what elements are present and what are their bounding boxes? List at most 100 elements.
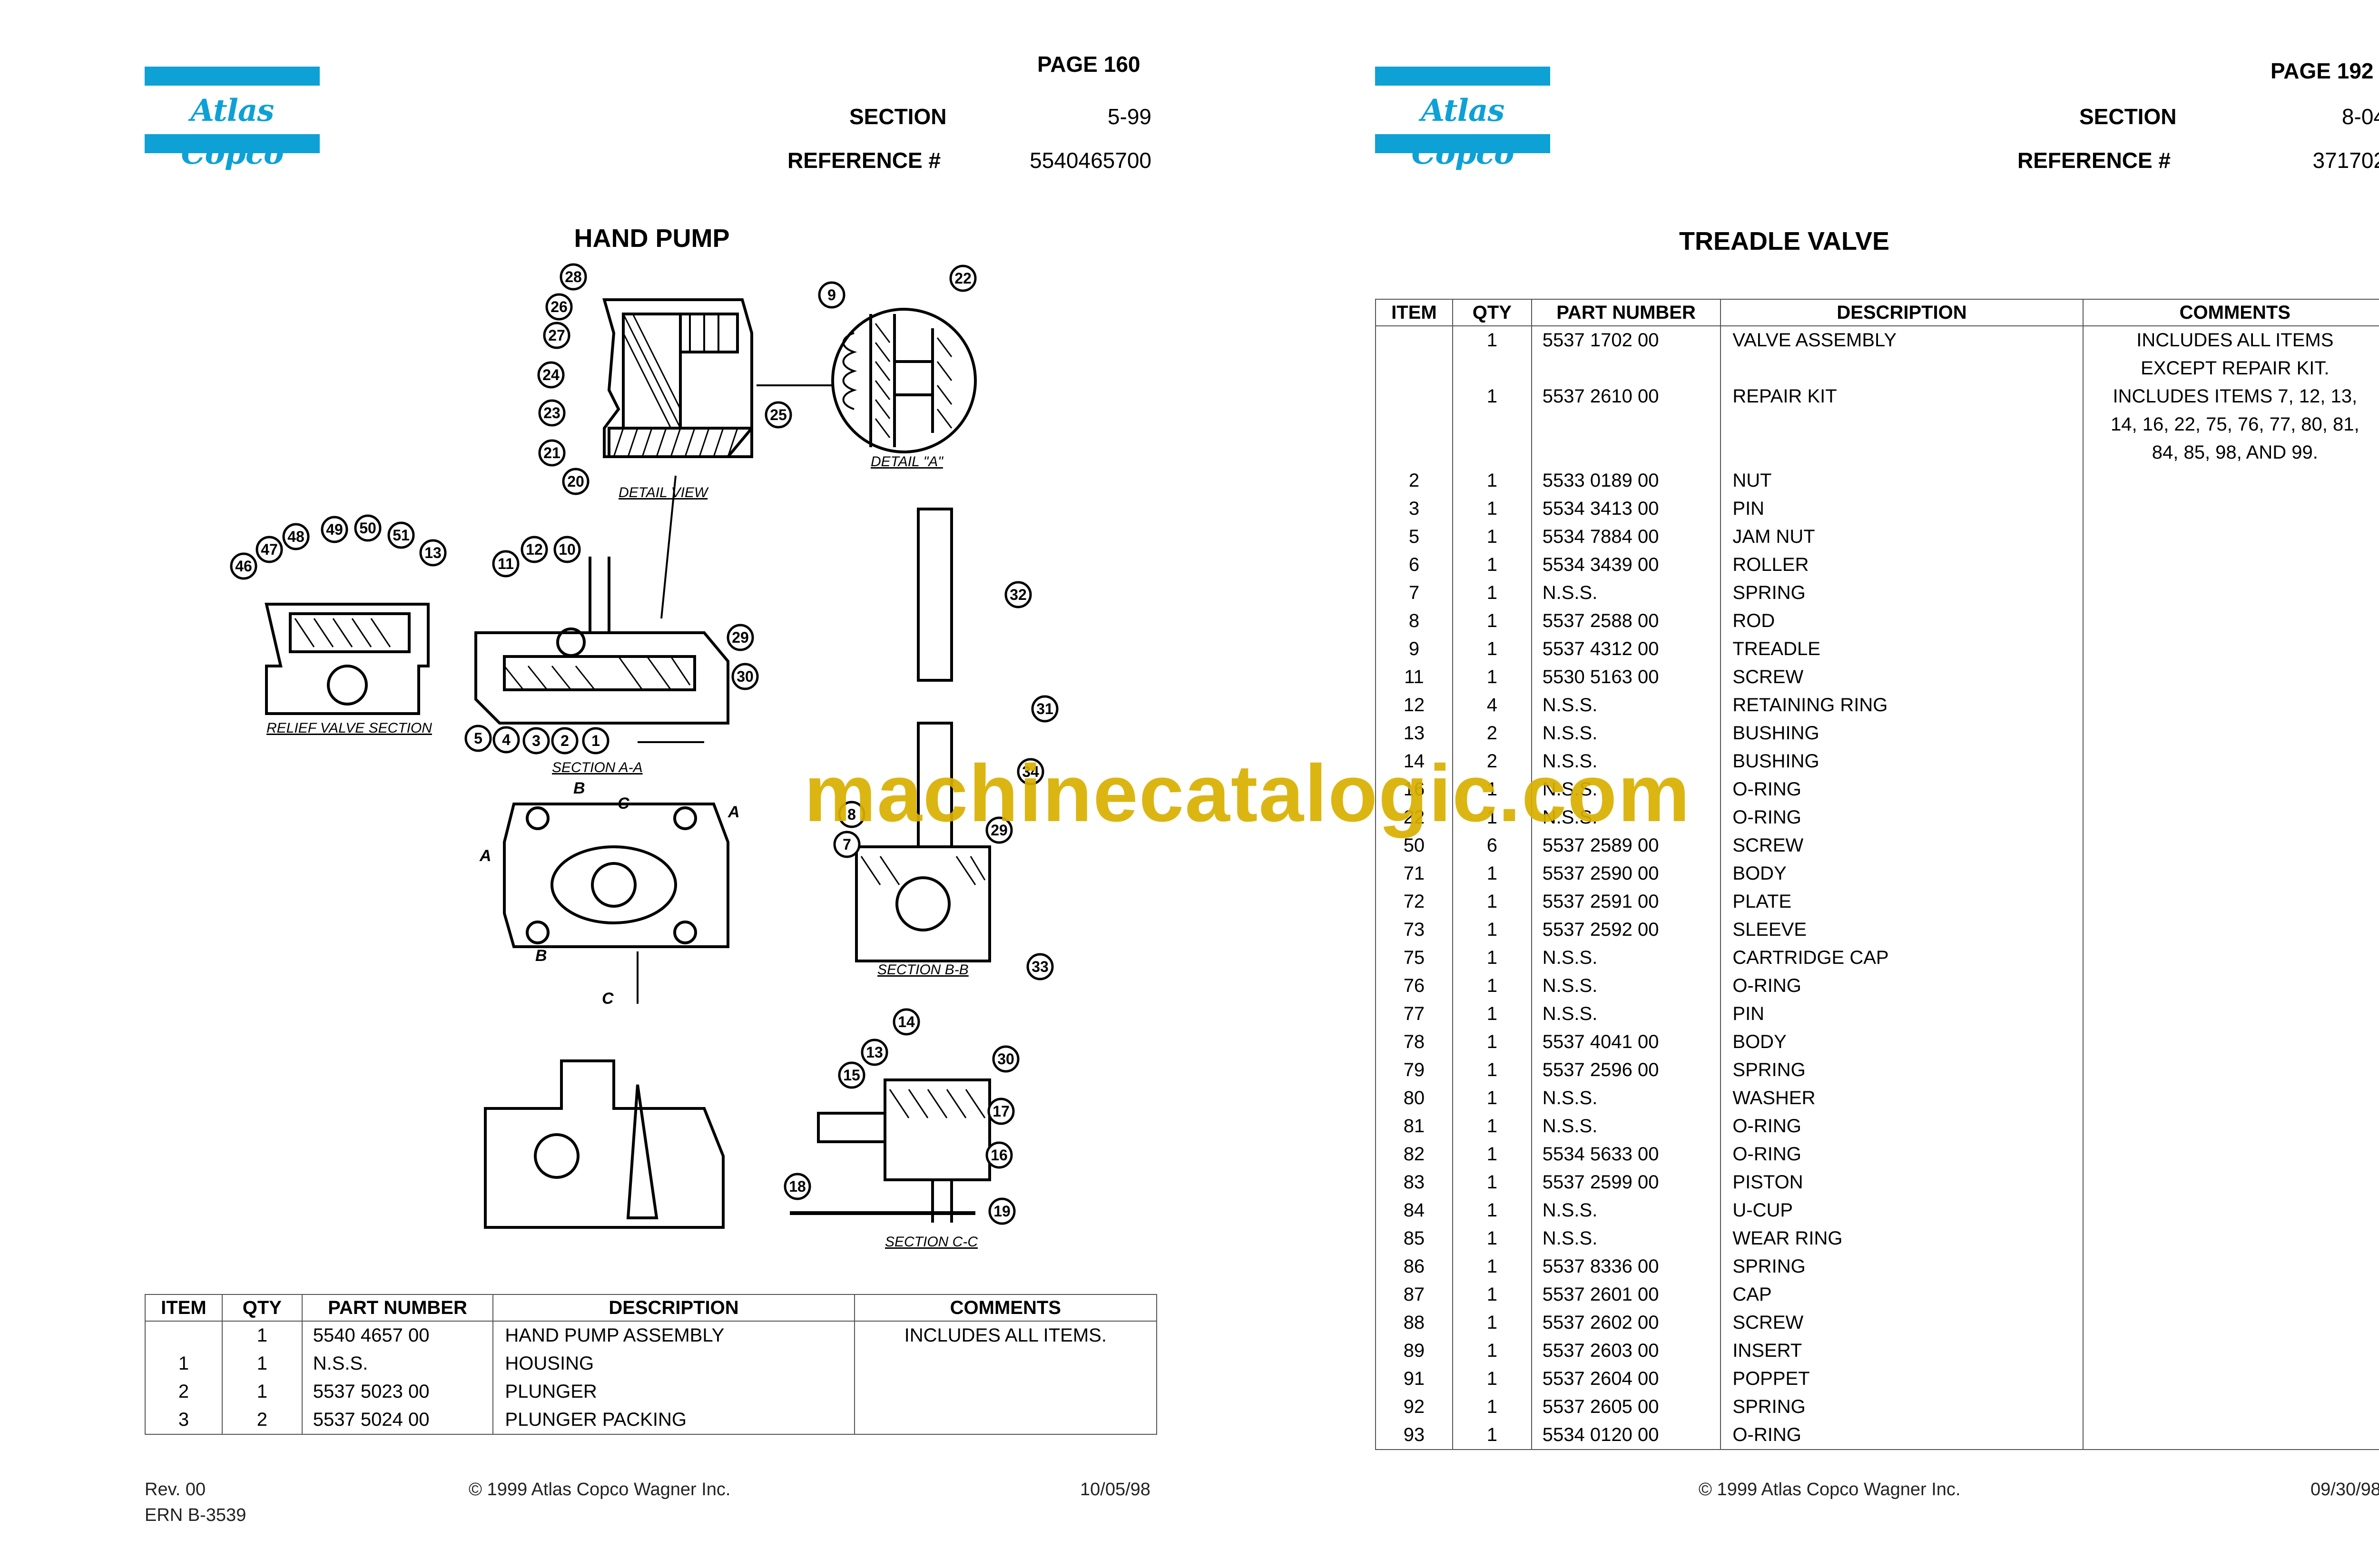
callout-label: 47: [261, 541, 278, 558]
callout-26: 26: [545, 293, 573, 321]
part-number-cell: N.S.S.: [1531, 691, 1721, 719]
description-cell: HAND PUMP ASSEMBLY: [492, 1321, 855, 1350]
comments-cell: INCLUDES ITEMS 7, 12, 13,14, 16, 22, 75,…: [2082, 382, 2379, 467]
description-cell: REPAIR KIT: [1720, 382, 2084, 467]
item-cell: 50: [1375, 832, 1453, 860]
callout-label: 48: [287, 528, 305, 545]
comment-line: EXCEPT REPAIR KIT.: [2141, 358, 2330, 379]
item-cell: 7: [1375, 579, 1453, 607]
section-value: 5-99: [1107, 104, 1151, 129]
footer-date: 10/05/98: [1080, 1480, 1150, 1499]
callout-9: 9: [818, 281, 845, 309]
item-cell: 87: [1375, 1281, 1453, 1309]
callout-30: 30: [992, 1045, 1020, 1073]
page-title: HAND PUMP: [574, 224, 730, 253]
reference-value: 5540465700: [1030, 148, 1151, 173]
callout-label: 51: [393, 527, 410, 544]
comments-cell: [2082, 944, 2379, 972]
part-number-cell: N.S.S.: [1531, 747, 1721, 775]
section-marker: B: [535, 947, 547, 965]
item-cell: 9: [1375, 635, 1453, 663]
qty-cell: 1: [1452, 382, 1532, 467]
page-number: PAGE 192: [2271, 59, 2374, 83]
watermark: machinecatalogic.com: [804, 748, 1691, 839]
description-cell: ROLLER: [1720, 551, 2084, 579]
qty-cell: 1: [1452, 1000, 1532, 1028]
description-cell: SCREW: [1720, 1309, 2084, 1337]
part-number-cell: 5537 2601 00: [1531, 1281, 1721, 1309]
description-cell: SCREW: [1720, 663, 2084, 691]
col-header-comments: COMMENTS: [2082, 299, 2379, 326]
callout-33: 33: [1026, 953, 1054, 980]
right-page: Atlas Copco PAGE 192 SECTION 8-04 REFERE…: [1213, 0, 2379, 1568]
description-cell: BUSHING: [1720, 747, 2084, 775]
comments-cell: [2082, 972, 2379, 1000]
callout-10: 10: [553, 536, 581, 563]
comments-cell: [2082, 1084, 2379, 1112]
callout-23: 23: [538, 399, 566, 427]
col-header-qty: QTY: [221, 1294, 303, 1322]
callout-19: 19: [988, 1197, 1016, 1225]
qty-cell: 2: [221, 1406, 303, 1435]
part-number-cell: 5534 3439 00: [1531, 551, 1721, 579]
comments-cell: [2082, 1168, 2379, 1196]
view-label: SECTION C-C: [885, 1234, 978, 1250]
footer-ern: ERN B-3539: [145, 1505, 246, 1525]
callout-label: 46: [235, 558, 252, 575]
qty-cell: 1: [1452, 579, 1532, 607]
comments-cell: [2082, 1281, 2379, 1309]
callout-3: 3: [522, 727, 550, 755]
part-number-cell: N.S.S.: [1531, 579, 1721, 607]
comments-cell: [2082, 1028, 2379, 1056]
section-marker: C: [602, 990, 614, 1008]
callout-label: 16: [991, 1147, 1008, 1164]
item-cell: 11: [1375, 663, 1453, 691]
section-marker: A: [479, 847, 492, 865]
part-number-cell: N.S.S.: [1531, 804, 1721, 832]
item-cell: 81: [1375, 1112, 1453, 1140]
callout-29: 29: [727, 624, 754, 651]
qty-cell: 1: [1452, 1056, 1532, 1084]
callout-48: 48: [282, 523, 310, 550]
comments-cell: [2082, 495, 2379, 523]
description-cell: PLUNGER: [492, 1378, 855, 1406]
description-cell: VALVE ASSEMBLY: [1720, 326, 2084, 382]
description-cell: CAP: [1720, 1281, 2084, 1309]
part-number-cell: 5537 2592 00: [1531, 916, 1721, 944]
qty-cell: 1: [1452, 1168, 1532, 1196]
description-cell: BUSHING: [1720, 719, 2084, 747]
view-label: RELIEF VALVE SECTION: [266, 720, 432, 736]
qty-cell: 1: [1452, 635, 1532, 663]
item-cell: 82: [1375, 1140, 1453, 1168]
description-cell: PLATE: [1720, 888, 2084, 916]
col-header-item: ITEM: [145, 1294, 223, 1322]
callout-label: 9: [827, 286, 836, 304]
qty-cell: 1: [1452, 607, 1532, 635]
description-cell: SLEEVE: [1720, 916, 2084, 944]
callout-label: 33: [1032, 958, 1049, 975]
item-cell: 92: [1375, 1393, 1453, 1421]
callout-16: 16: [985, 1141, 1013, 1169]
footer-rev: Rev. 00: [145, 1480, 206, 1499]
callout-51: 51: [387, 521, 415, 549]
callout-31: 31: [1031, 695, 1059, 723]
callout-14: 14: [893, 1008, 920, 1036]
item-cell: 13: [1375, 719, 1453, 747]
part-number-cell: 5537 8336 00: [1531, 1253, 1721, 1281]
comments-cell: [2082, 1393, 2379, 1421]
item-cell: 22: [1375, 804, 1453, 832]
col-header-qty: QTY: [1452, 299, 1532, 326]
description-cell: SPRING: [1720, 1253, 2084, 1281]
callout-22: 22: [949, 265, 977, 292]
comments-cell: [2082, 860, 2379, 888]
item-cell: 72: [1375, 888, 1453, 916]
